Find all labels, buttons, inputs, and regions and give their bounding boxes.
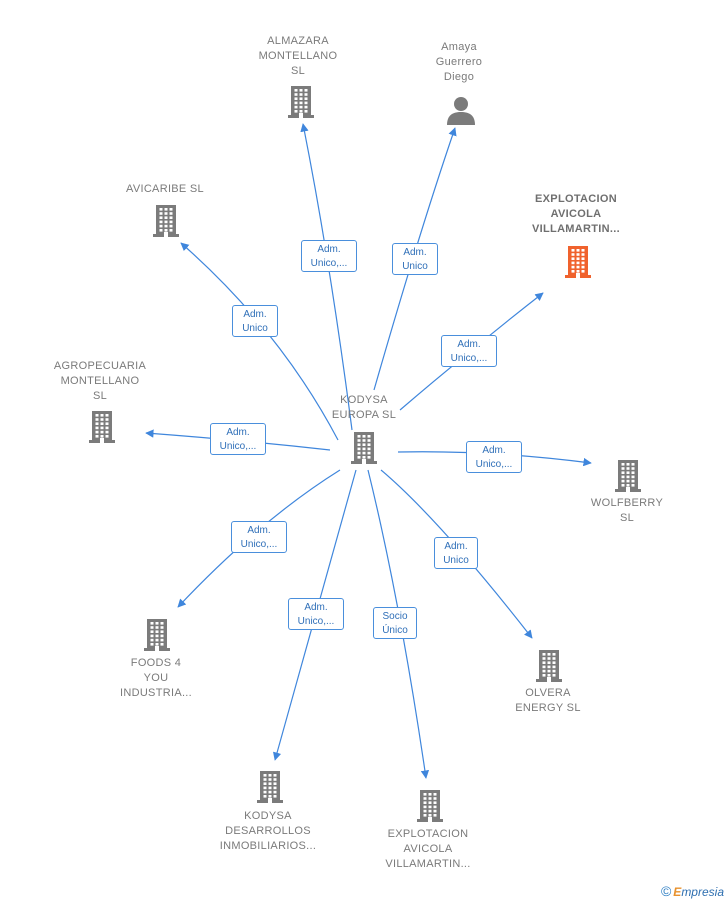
building-icon[interactable]: [88, 409, 116, 448]
node-label[interactable]: KODYSA EUROPA SL: [331, 394, 397, 421]
node-label[interactable]: OLVERA ENERGY SL: [515, 687, 581, 714]
edge-label-kodysa-des[interactable]: Adm. Unico,...: [288, 598, 344, 630]
building-icon[interactable]: [416, 788, 444, 827]
edge-label-olvera[interactable]: Adm. Unico: [434, 537, 478, 569]
node-label[interactable]: WOLFBERRY SL: [590, 497, 664, 524]
node-label[interactable]: EXPLOTACION AVICOLA VILLAMARTIN...: [532, 192, 620, 235]
copyright-icon: ©: [660, 883, 672, 899]
edge-label-explotacion-top[interactable]: Adm. Unico,...: [441, 335, 497, 367]
building-icon[interactable]: [152, 203, 180, 242]
building-icon[interactable]: [614, 458, 642, 497]
node-label[interactable]: KODYSA DESARROLLOS INMOBILIARIOS...: [219, 809, 317, 852]
node-label[interactable]: AVICARIBE SL: [126, 182, 204, 195]
brand-initial: E: [673, 885, 682, 899]
brand-name: mpresia: [681, 885, 724, 899]
node-label[interactable]: FOODS 4 YOU INDUSTRIA...: [119, 656, 193, 699]
building-icon[interactable]: [564, 244, 592, 283]
edge-label-foods4you[interactable]: Adm. Unico,...: [231, 521, 287, 553]
node-label[interactable]: ALMAZARA MONTELLANO SL: [258, 34, 338, 77]
building-icon[interactable]: [535, 648, 563, 687]
building-icon[interactable]: [256, 769, 284, 808]
node-label[interactable]: Amaya Guerrero Diego: [435, 40, 483, 83]
brand-watermark: ©Empresia: [661, 883, 724, 899]
node-label[interactable]: EXPLOTACION AVICOLA VILLAMARTIN...: [385, 827, 471, 870]
edge-label-wolfberry[interactable]: Adm. Unico,...: [466, 441, 522, 473]
edge-label-avicaribe[interactable]: Adm. Unico: [232, 305, 278, 337]
building-icon[interactable]: [287, 84, 315, 123]
node-label[interactable]: AGROPECUARIA MONTELLANO SL: [53, 359, 147, 402]
building-icon[interactable]: [143, 617, 171, 656]
edge-label-explotacion-bottom[interactable]: Socio Único: [373, 607, 417, 639]
person-icon[interactable]: [446, 95, 476, 130]
edge-label-almazara[interactable]: Adm. Unico,...: [301, 240, 357, 272]
building-icon[interactable]: [350, 430, 378, 469]
edge-almazara: [300, 123, 353, 431]
edge-label-amaya[interactable]: Adm. Unico: [392, 243, 438, 275]
edge-label-agropecuaria[interactable]: Adm. Unico,...: [210, 423, 266, 455]
